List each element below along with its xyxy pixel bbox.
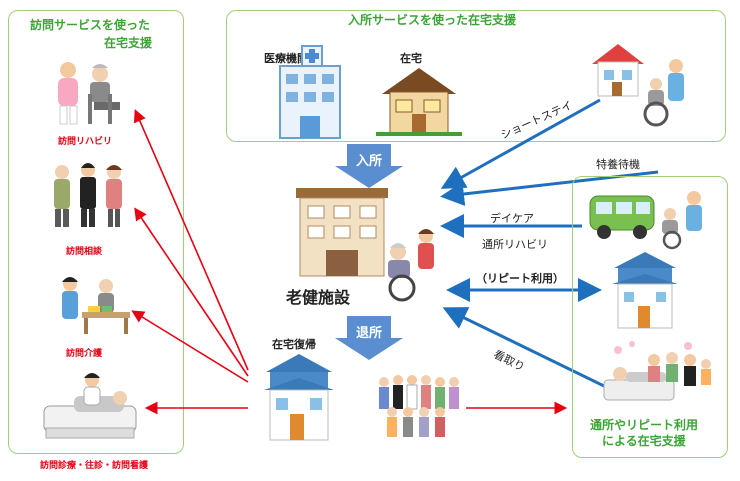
day-service-panel [572, 176, 728, 458]
home-care-illustration [52, 272, 134, 338]
short-stay-house-illustration [588, 40, 648, 100]
home-care-label: 訪問介護 [66, 349, 103, 359]
day-rehab-label: 通所リハビリ [482, 238, 548, 251]
home-visit-panel-title-line1: 訪問サービスを使った [30, 18, 151, 32]
day-service-panel-title-line1: 通所やリピート利用 [590, 418, 699, 432]
red-arrow-consultation [134, 207, 249, 377]
home-label: 在宅 [400, 52, 422, 65]
facility-label: 老健施設 [286, 288, 351, 307]
home-consultation-label: 訪問相談 [66, 247, 103, 257]
home-medical-label: 訪問診療・往診・訪問看護 [40, 461, 149, 471]
admission-services-panel [226, 10, 726, 142]
red-arrow-care [131, 310, 249, 383]
day-service-van-illustration [584, 188, 716, 250]
wheelchair-caregiver-illustration [640, 58, 692, 128]
red-arrow-rehab [133, 109, 249, 371]
repeat-use-label: （リピート利用） [476, 272, 564, 285]
hospital-label: 医療機関 [264, 52, 308, 65]
waiting-label: 特養待機 [596, 158, 640, 171]
facility-wheelchair-illustration [378, 226, 442, 302]
home-medical-illustration [34, 372, 144, 448]
day-care-label: デイケア [490, 212, 534, 225]
facility-building-illustration [292, 188, 392, 278]
return-home-label: 在宅復帰 [272, 338, 316, 351]
home-visit-panel-title-line2: 在宅支援 [104, 36, 153, 50]
home-visit-services-panel [8, 10, 184, 454]
return-home-house-icon [262, 352, 336, 442]
admission-panel-title: 入所サービスを使った在宅支援 [348, 13, 517, 27]
discharge-label: 退所 [355, 326, 382, 341]
home-house-icon [376, 64, 462, 136]
home-rehab-label: 訪問リハビリ [58, 137, 113, 147]
day-service-panel-title-line2: による在宅支援 [602, 434, 686, 448]
discharge-arrow: 退所 [333, 316, 405, 360]
hospital-building-icon [272, 40, 348, 140]
home-consultation-illustration [48, 160, 132, 230]
admission-arrow: 入所 [333, 144, 405, 188]
end-of-life-care-illustration [598, 340, 718, 410]
repeat-use-house-icon [610, 250, 680, 330]
home-rehab-illustration [50, 60, 130, 128]
short-stay-arrow [440, 98, 601, 189]
family-group-illustration [374, 374, 464, 440]
end-of-life-arrow [442, 307, 605, 388]
admission-label: 入所 [355, 154, 382, 169]
